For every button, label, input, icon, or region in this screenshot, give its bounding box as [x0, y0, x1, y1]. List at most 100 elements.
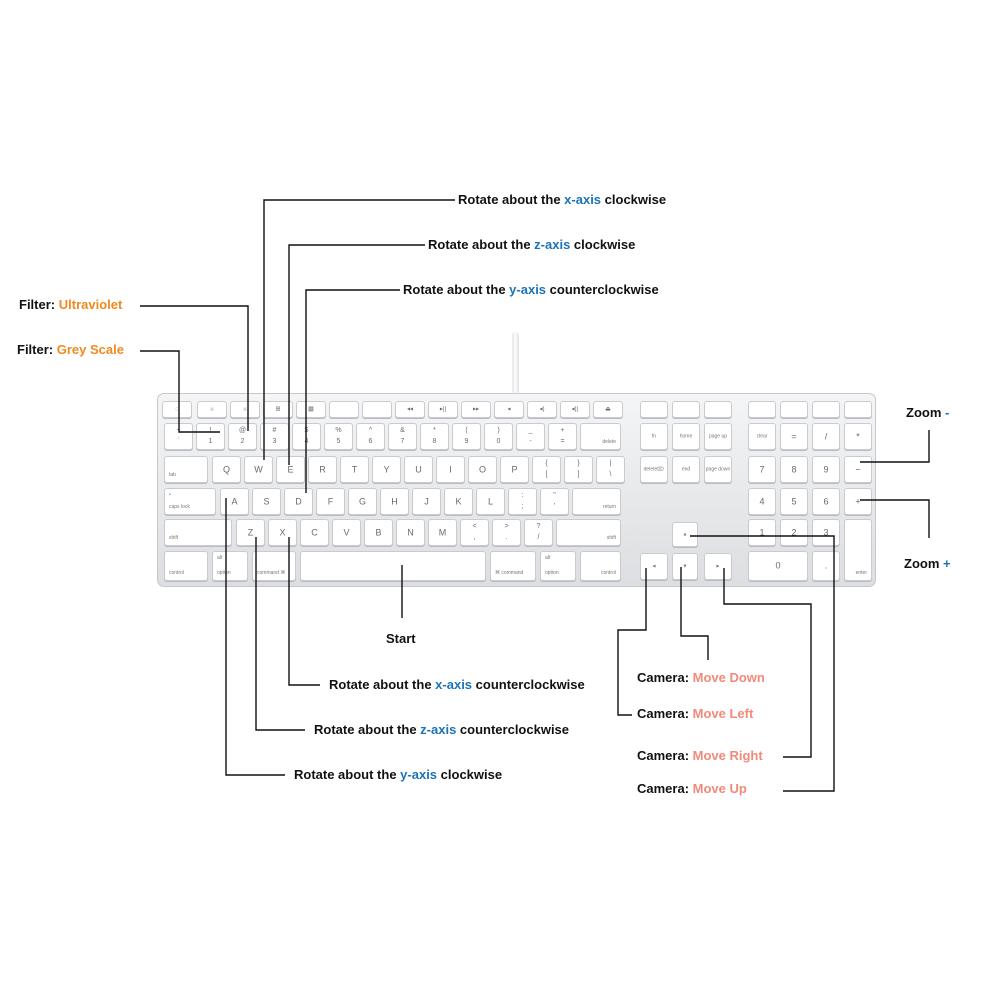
key-h[interactable]: H — [380, 488, 409, 515]
key-r[interactable]: R — [308, 456, 337, 483]
key-7[interactable]: &7 — [388, 423, 417, 450]
keypad-5-key[interactable]: 5 — [780, 488, 808, 515]
key-bracket-2[interactable]: }] — [564, 456, 593, 483]
keypad-multiply-key[interactable]: * — [844, 423, 872, 450]
caps-lock-key[interactable]: •caps lock — [164, 488, 216, 515]
f18-key[interactable] — [812, 401, 840, 418]
key-s[interactable]: S — [252, 488, 281, 515]
key-5[interactable]: %5 — [324, 423, 353, 450]
key-f[interactable]: F — [316, 488, 345, 515]
key-x[interactable]: X — [268, 519, 297, 546]
key-punct-1[interactable]: :; — [508, 488, 537, 515]
key-6[interactable]: ^6 — [356, 423, 385, 450]
key-9[interactable]: (9 — [452, 423, 481, 450]
function-key-8[interactable]: ◂◂ — [395, 401, 425, 418]
home-key[interactable]: home — [672, 423, 700, 450]
key-i[interactable]: I — [436, 456, 465, 483]
key-q[interactable]: Q — [212, 456, 241, 483]
keypad-7-key[interactable]: 7 — [748, 456, 776, 483]
keypad-6-key[interactable]: 6 — [812, 488, 840, 515]
control-right-key[interactable]: control — [580, 551, 621, 581]
keypad-minus-key[interactable]: − — [844, 456, 872, 483]
page-down-key[interactable]: page down — [704, 456, 732, 483]
key-e[interactable]: E — [276, 456, 305, 483]
key-d[interactable]: D — [284, 488, 313, 515]
key-j[interactable]: J — [412, 488, 441, 515]
shift-right-key[interactable]: shift — [556, 519, 621, 546]
key-y[interactable]: Y — [372, 456, 401, 483]
keypad-equals-key[interactable]: = — [780, 423, 808, 450]
key-backtick[interactable]: ~` — [164, 423, 193, 450]
function-key-10[interactable]: ▸▸ — [461, 401, 491, 418]
f13-key[interactable] — [640, 401, 668, 418]
key-sym-3[interactable]: ?/ — [524, 519, 553, 546]
f17-key[interactable] — [780, 401, 808, 418]
keypad-divide-key[interactable]: / — [812, 423, 840, 450]
key-bracket-3[interactable]: |\ — [596, 456, 625, 483]
key-u[interactable]: U — [404, 456, 433, 483]
control-left-key[interactable]: control — [164, 551, 208, 581]
function-key-13[interactable]: ◂)) — [560, 401, 590, 418]
function-key-9[interactable]: ▸|| — [428, 401, 458, 418]
arrow-left-key[interactable]: ◄ — [640, 553, 668, 580]
arrow-down-key[interactable]: ▼ — [672, 553, 698, 580]
key-2[interactable]: @2 — [228, 423, 257, 450]
key-g[interactable]: G — [348, 488, 377, 515]
key-b[interactable]: B — [364, 519, 393, 546]
command-left-key[interactable]: command ⌘ — [252, 551, 296, 581]
function-key-12[interactable]: ◂) — [527, 401, 557, 418]
end-key[interactable]: end — [672, 456, 700, 483]
function-key-1[interactable]: ◌ — [162, 401, 192, 418]
function-key-14[interactable]: ⏏ — [593, 401, 623, 418]
function-key-7[interactable] — [362, 401, 392, 418]
function-key-6[interactable] — [329, 401, 359, 418]
key-3[interactable]: #3 — [260, 423, 289, 450]
keypad-dot-key[interactable]: . — [812, 551, 840, 581]
function-key-2[interactable]: ☼ — [197, 401, 227, 418]
keypad-clear-key[interactable]: clear — [748, 423, 776, 450]
keypad-1-key[interactable]: 1 — [748, 519, 776, 546]
command-right-key[interactable]: ⌘ command — [490, 551, 536, 581]
tab-key[interactable]: tab — [164, 456, 208, 483]
key-=[interactable]: += — [548, 423, 577, 450]
key-sym-1[interactable]: <, — [460, 519, 489, 546]
key-w[interactable]: W — [244, 456, 273, 483]
f14-key[interactable] — [672, 401, 700, 418]
key-m[interactable]: M — [428, 519, 457, 546]
key-sym-2[interactable]: >. — [492, 519, 521, 546]
keypad-4-key[interactable]: 4 — [748, 488, 776, 515]
keypad-enter-key[interactable]: enter — [844, 519, 872, 581]
key-c[interactable]: C — [300, 519, 329, 546]
key--[interactable]: _- — [516, 423, 545, 450]
arrow-up-key[interactable]: ▲ — [672, 522, 698, 547]
key-bracket-1[interactable]: {[ — [532, 456, 561, 483]
space-key[interactable] — [300, 551, 486, 581]
key-4[interactable]: $4 — [292, 423, 321, 450]
key-0[interactable]: )0 — [484, 423, 513, 450]
arrow-right-key[interactable]: ► — [704, 553, 732, 580]
delete-key[interactable]: delete — [580, 423, 621, 450]
key-o[interactable]: O — [468, 456, 497, 483]
key-punct-2[interactable]: "' — [540, 488, 569, 515]
page-up-key[interactable]: page up — [704, 423, 732, 450]
key-v[interactable]: V — [332, 519, 361, 546]
key-1[interactable]: !1 — [196, 423, 225, 450]
keypad-0-key[interactable]: 0 — [748, 551, 808, 581]
function-key-3[interactable]: ☼ — [230, 401, 260, 418]
key-l[interactable]: L — [476, 488, 505, 515]
fn-key[interactable]: fn — [640, 423, 668, 450]
key-z[interactable]: Z — [236, 519, 265, 546]
key-k[interactable]: K — [444, 488, 473, 515]
f19-key[interactable] — [844, 401, 872, 418]
function-key-11[interactable]: ◂ — [494, 401, 524, 418]
return-key[interactable]: return — [572, 488, 621, 515]
f16-key[interactable] — [748, 401, 776, 418]
key-n[interactable]: N — [396, 519, 425, 546]
keypad-plus-key[interactable]: + — [844, 488, 872, 515]
function-key-4[interactable]: ⊞ — [263, 401, 293, 418]
key-8[interactable]: *8 — [420, 423, 449, 450]
keypad-8-key[interactable]: 8 — [780, 456, 808, 483]
keypad-9-key[interactable]: 9 — [812, 456, 840, 483]
